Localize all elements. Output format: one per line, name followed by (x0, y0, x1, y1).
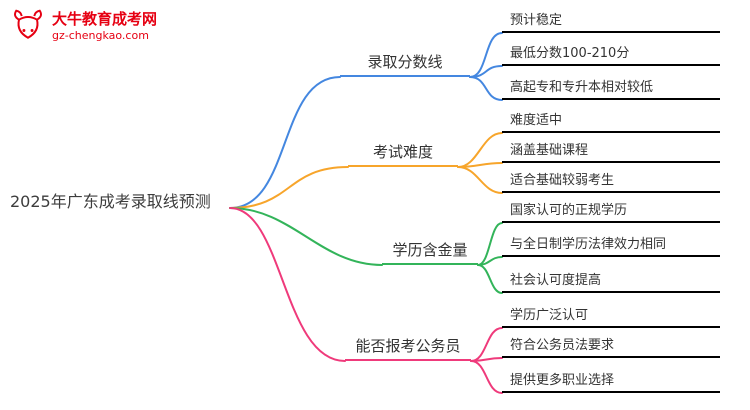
link-civil-3 (470, 360, 503, 394)
leaf-node[interactable]: 难度适中 (502, 109, 720, 133)
logo-domain: gz-chengkao.com (52, 28, 149, 42)
link-value-2 (477, 256, 503, 266)
link-root-value (229, 207, 383, 266)
bull-icon (14, 9, 42, 39)
leaf-node[interactable]: 学历广泛认可 (502, 304, 720, 328)
leaf-node[interactable]: 国家认可的正规学历 (502, 199, 720, 223)
leaf-node[interactable]: 社会认可度提高 (502, 269, 720, 293)
branch-node-admission-line[interactable]: 录取分数线 (340, 51, 470, 77)
branch-node-exam-difficulty[interactable]: 考试难度 (348, 141, 458, 167)
leaf-node[interactable]: 与全日制学历法律效力相同 (502, 233, 720, 257)
logo-title: 大牛教育成考网 (52, 9, 158, 28)
branch-node-civil-service[interactable]: 能否报考公务员 (345, 335, 471, 361)
link-value-1 (477, 222, 503, 266)
link-root-civil (229, 207, 346, 362)
leaf-node[interactable]: 涵盖基础课程 (502, 139, 720, 163)
leaf-node[interactable]: 提供更多职业选择 (502, 369, 720, 393)
link-difficulty-1 (457, 132, 503, 168)
leaf-node[interactable]: 适合基础较弱考生 (502, 169, 720, 193)
link-root-difficulty (229, 166, 349, 209)
leaf-node[interactable]: 高起专和专升本相对较低 (502, 76, 720, 100)
branch-node-degree-value[interactable]: 学历含金量 (382, 239, 478, 265)
link-difficulty-3 (457, 166, 503, 194)
leaf-node[interactable]: 预计稳定 (502, 9, 720, 33)
link-admission-3 (469, 76, 503, 101)
link-root-admission (229, 76, 341, 209)
leaf-node[interactable]: 符合公务员法要求 (502, 334, 720, 358)
logo-text: 大牛教育成考网 gz-chengkao.com (52, 10, 157, 43)
root-node[interactable]: 2025年广东成考录取线预测 (10, 192, 211, 211)
link-civil-1 (470, 327, 503, 362)
link-value-3 (477, 264, 503, 294)
leaf-node[interactable]: 最低分数100-210分 (502, 42, 720, 66)
site-logo: 大牛教育成考网 gz-chengkao.com (10, 8, 157, 44)
